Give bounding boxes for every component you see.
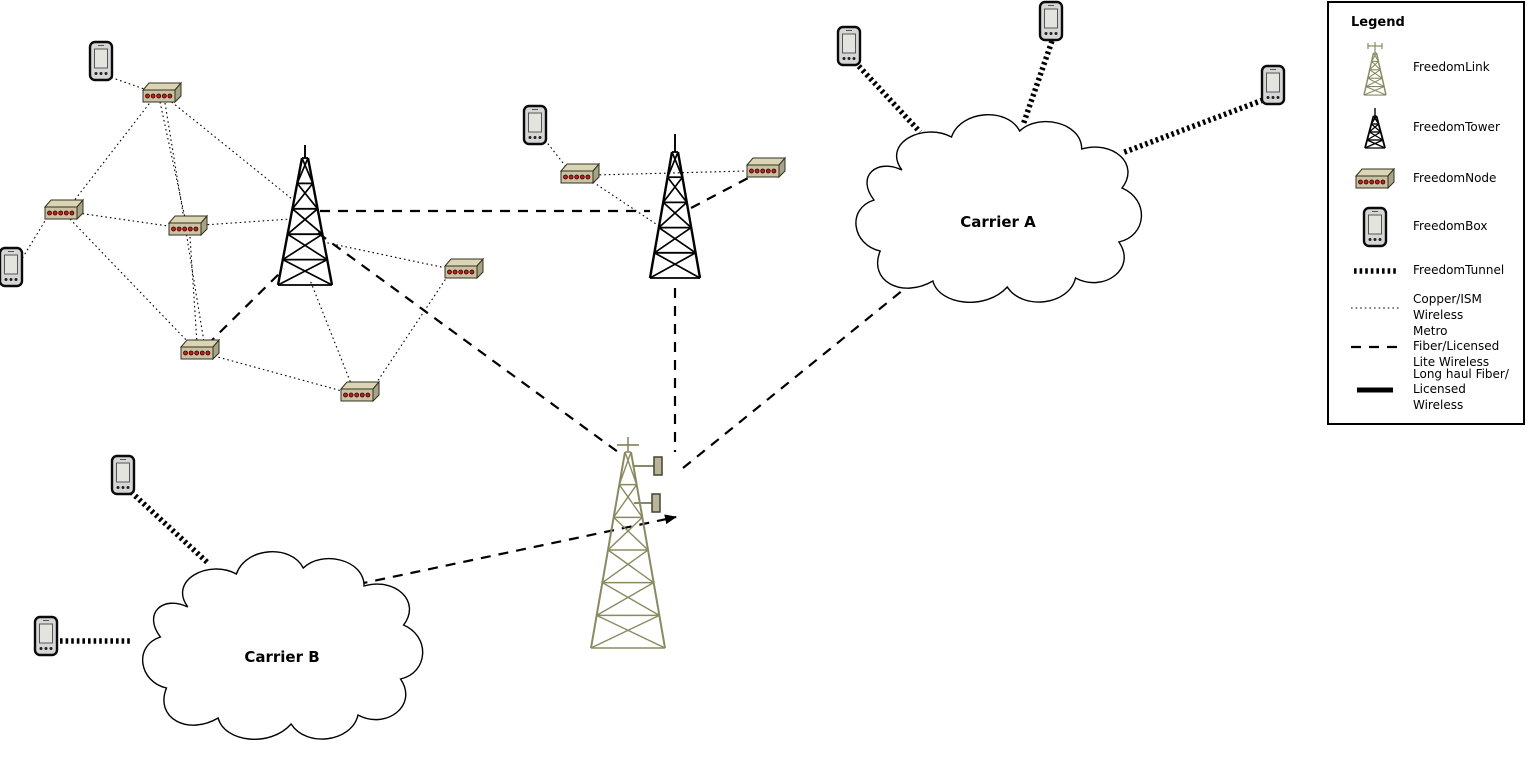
freedomnode-3 [167, 214, 209, 237]
edge-ism [309, 279, 353, 387]
freedombox-5 [1038, 0, 1064, 42]
edge-ism [544, 139, 568, 169]
freedombox-8 [33, 615, 59, 657]
cloud-label: Carrier B [244, 648, 319, 666]
freedomnode-7 [559, 162, 601, 185]
freedombox-1 [88, 40, 114, 82]
freedomlink-icon [1349, 39, 1401, 97]
dashed-line-icon [1349, 344, 1401, 350]
legend-item-label: FreedomLink [1413, 60, 1490, 75]
freedomnode-4 [179, 338, 221, 361]
freedomtower-2 [648, 134, 702, 279]
edge-metro [317, 232, 619, 453]
tunnel-line-icon [1349, 267, 1401, 275]
freedomnode-2 [43, 198, 85, 221]
freedomlink-tower [590, 437, 666, 649]
edge-ism [322, 241, 447, 269]
freedombox-6 [1260, 64, 1286, 106]
legend-item-label: Metro Fiber/Licensed Lite Wireless [1413, 323, 1500, 369]
edge-ism [77, 212, 169, 227]
edge-ism [202, 218, 292, 226]
legend-item-label: Copper/ISM Wireless [1413, 292, 1482, 322]
edge-tunnel [852, 60, 923, 134]
legend-item-copper-ism: Copper/ISM Wireless [1349, 290, 1519, 326]
legend-item-label: FreedomNode [1413, 171, 1497, 186]
edge-ism [189, 236, 198, 344]
legend-title: Legend [1351, 15, 1405, 30]
legend-item-freedomtower: FreedomTower [1349, 100, 1519, 156]
edge-ism [106, 75, 151, 92]
edge-ism [372, 276, 448, 389]
edge-ism [594, 170, 748, 176]
legend-item-label: FreedomBox [1413, 219, 1488, 234]
legend-item-metro-fiber: Metro Fiber/Licensed Lite Wireless [1349, 323, 1519, 369]
freedomnode-8 [745, 156, 787, 179]
edge-ism [69, 99, 153, 207]
freedomnode-6 [443, 257, 485, 280]
legend-item-freedomnode: FreedomNode [1349, 156, 1519, 202]
legend-item-long-haul: Long haul Fiber/ Licensed Wireless [1349, 366, 1519, 412]
legend-panel: Legend FreedomLink FreedomTower FreedomN… [1327, 1, 1525, 425]
edge-ism [19, 215, 49, 263]
freedombox-3 [522, 104, 548, 146]
edge-metro [690, 176, 751, 209]
edge-tunnel [1020, 40, 1055, 126]
freedombox-7 [110, 454, 136, 496]
cloud-label: Carrier A [960, 213, 1036, 231]
freedombox-2 [0, 246, 24, 288]
cloud-carrier-a: Carrier A [856, 115, 1142, 303]
freedomnode-5 [339, 380, 381, 403]
cloud-carrier-b: Carrier B [143, 552, 423, 740]
edge-ism [69, 218, 191, 345]
freedomtower-1 [276, 145, 334, 286]
dotted-line-icon [1349, 305, 1401, 311]
edge-metro [206, 268, 285, 346]
edge-tunnel [1121, 97, 1264, 156]
freedombox-icon [1349, 206, 1401, 248]
legend-item-label: FreedomTunnel [1413, 263, 1505, 278]
legend-item-label: FreedomTower [1413, 120, 1500, 135]
legend-item-freedombox: FreedomBox [1349, 202, 1519, 252]
freedomnode-1 [141, 81, 183, 104]
freedomnode-icon [1349, 166, 1401, 192]
legend-item-freedomtunnel: FreedomTunnel [1349, 252, 1519, 290]
freedomtower-icon [1349, 106, 1401, 150]
edge-metro [682, 289, 904, 469]
edge-ism [159, 101, 186, 219]
edge-ism [167, 98, 298, 204]
legend-item-freedomlink: FreedomLink [1349, 36, 1519, 100]
edge-ism [592, 181, 660, 227]
freedombox-4 [836, 25, 862, 67]
edge-metro [339, 514, 677, 590]
edge-ism [213, 355, 343, 392]
legend-item-label: Long haul Fiber/ Licensed Wireless [1413, 366, 1509, 412]
solid-line-icon [1349, 386, 1401, 394]
edge-tunnel [129, 489, 210, 566]
